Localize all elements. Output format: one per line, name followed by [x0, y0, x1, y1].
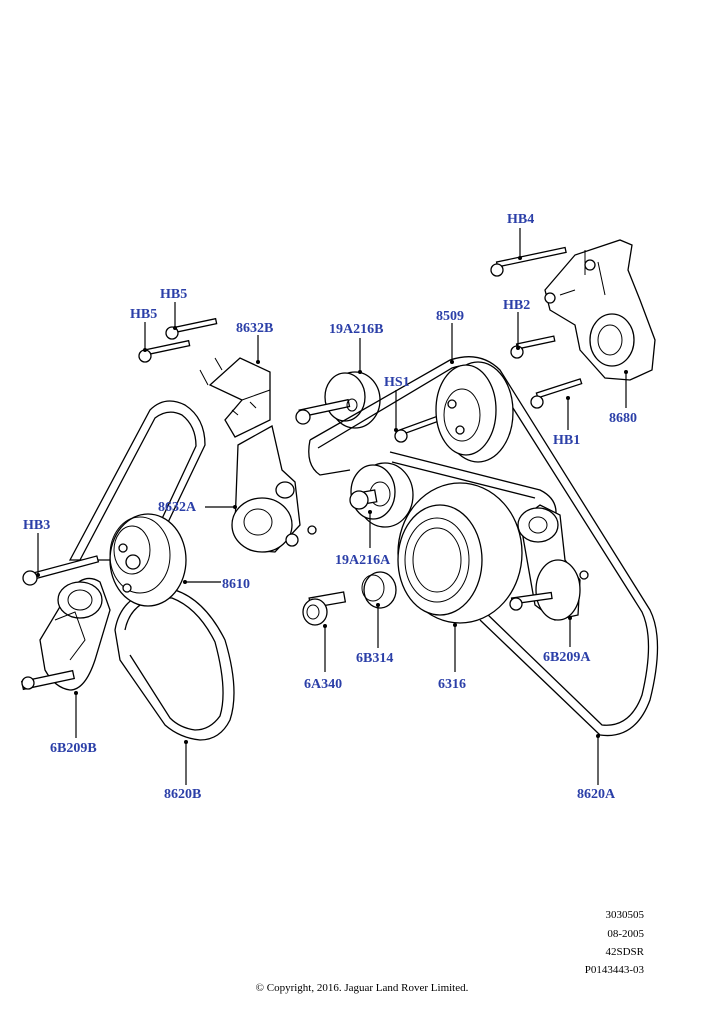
bolt-hb2	[510, 335, 556, 359]
bolt-hb5-lower	[138, 339, 191, 363]
idler-19a216b	[295, 371, 381, 429]
bolt-hb3	[22, 555, 100, 586]
bolt-hb1	[530, 378, 583, 409]
callout-19a216b: 19A216B	[329, 322, 383, 337]
callout-6a340: 6A340	[304, 677, 342, 692]
callout-8610: 8610	[222, 577, 250, 592]
copyright-notice: © Copyright, 2016. Jaguar Land Rover Lim…	[255, 982, 469, 994]
tensioner-8632a	[231, 425, 317, 553]
callout-8620a: 8620A	[577, 787, 616, 802]
callout-hb5-upper: HB5	[160, 287, 187, 302]
leader-lines	[36, 228, 628, 785]
callout-hb4: HB4	[507, 212, 534, 227]
bolt-hb4	[490, 246, 567, 277]
callout-hb3: HB3	[23, 518, 50, 533]
callout-6316: 6316	[438, 677, 466, 692]
bolt-hs1	[394, 415, 440, 443]
tensioner-6b209b	[20, 577, 111, 691]
pulley-8509	[435, 361, 514, 463]
callout-6b209a: 6B209A	[543, 650, 591, 665]
reference-model: 42SDSR	[605, 946, 644, 958]
callout-6b314: 6B314	[356, 651, 393, 666]
idler-19a216a	[349, 462, 414, 528]
callout-6b209b: 6B209B	[50, 741, 97, 756]
callout-19a216a: 19A216A	[335, 553, 391, 568]
bracket-8680	[544, 239, 656, 381]
reference-date: 08-2005	[607, 928, 644, 940]
callout-8680: 8680	[609, 411, 637, 426]
callout-hb1: HB1	[553, 433, 580, 448]
spacer-6b314	[361, 571, 397, 609]
callout-8509: 8509	[436, 309, 464, 324]
reference-illustration-id: P0143443-03	[584, 964, 644, 976]
callout-8632b: 8632B	[236, 321, 273, 336]
reference-code-1: 3030505	[605, 909, 645, 921]
bolt-6a340	[302, 591, 347, 626]
pulley-8610	[109, 513, 187, 607]
callout-8620b: 8620B	[164, 787, 201, 802]
callout-hb2: HB2	[503, 298, 530, 313]
bracket-8632b	[199, 357, 271, 438]
callout-hb5-lower: HB5	[130, 307, 157, 322]
belt-8620a	[308, 356, 659, 737]
callout-hs1: HS1	[384, 375, 410, 390]
tensioner-6b209a	[509, 504, 589, 621]
callout-8632a: 8632A	[158, 500, 197, 515]
pulley-6316	[397, 482, 523, 624]
